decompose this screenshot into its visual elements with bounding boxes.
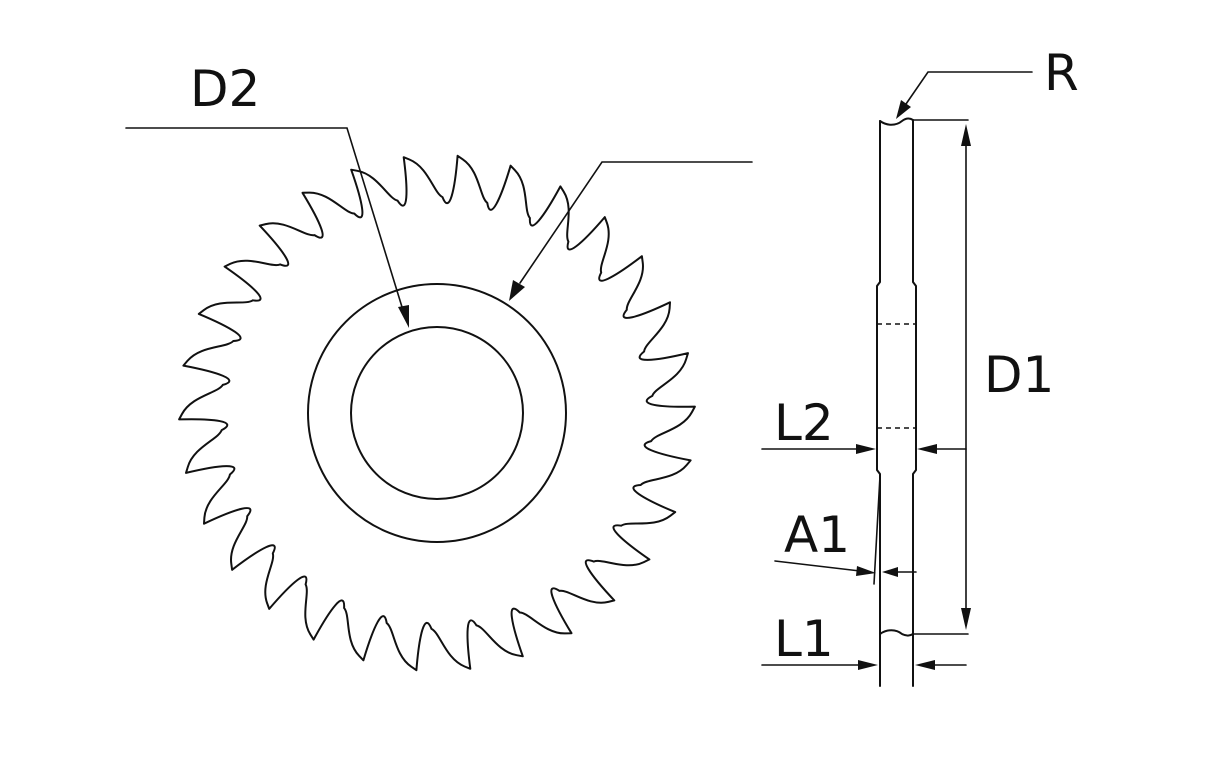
d2-label: D2 <box>190 60 260 118</box>
l1-arrowhead-right <box>915 660 935 670</box>
l2-label: L2 <box>774 394 834 452</box>
side-top-tip <box>879 117 914 126</box>
l1-dimension: L1 <box>761 610 967 670</box>
d2-arrowhead <box>398 305 409 328</box>
d1-dimension: D1 <box>913 119 1054 635</box>
bore-circle <box>350 326 524 500</box>
saw-teeth-outline <box>178 154 696 672</box>
d1-label: D1 <box>984 346 1054 404</box>
front-view <box>178 154 696 672</box>
d1-arrowhead-top <box>961 124 971 146</box>
l1-label: L1 <box>774 610 834 668</box>
side-view <box>876 117 917 687</box>
l2-arrowhead-left <box>856 444 876 454</box>
a1-reference-line <box>873 475 881 585</box>
side-left-edge <box>876 120 881 687</box>
hub-arrowhead <box>509 280 525 301</box>
d2-leader-line <box>125 127 403 308</box>
hub-leader-line <box>519 161 753 284</box>
r-leader: R <box>896 44 1079 119</box>
hub-leader <box>509 161 753 301</box>
a1-arrowhead-left <box>856 566 876 576</box>
r-arrowhead <box>896 100 911 119</box>
d1-arrowhead-bottom <box>961 608 971 630</box>
l2-arrowhead-right <box>917 444 937 454</box>
side-bottom-tip <box>879 629 914 637</box>
r-leader-line <box>905 71 1033 105</box>
d2-leader: D2 <box>125 60 409 328</box>
hub-outer-circle <box>307 283 567 543</box>
side-right-edge <box>912 119 917 687</box>
a1-dimension: A1 <box>774 475 917 585</box>
l2-dimension: L2 <box>761 394 967 454</box>
l1-arrowhead-left <box>858 660 878 670</box>
a1-arrowhead-right <box>882 567 898 577</box>
a1-leader-line <box>774 560 861 572</box>
a1-label: A1 <box>784 506 850 564</box>
r-label: R <box>1044 44 1079 102</box>
